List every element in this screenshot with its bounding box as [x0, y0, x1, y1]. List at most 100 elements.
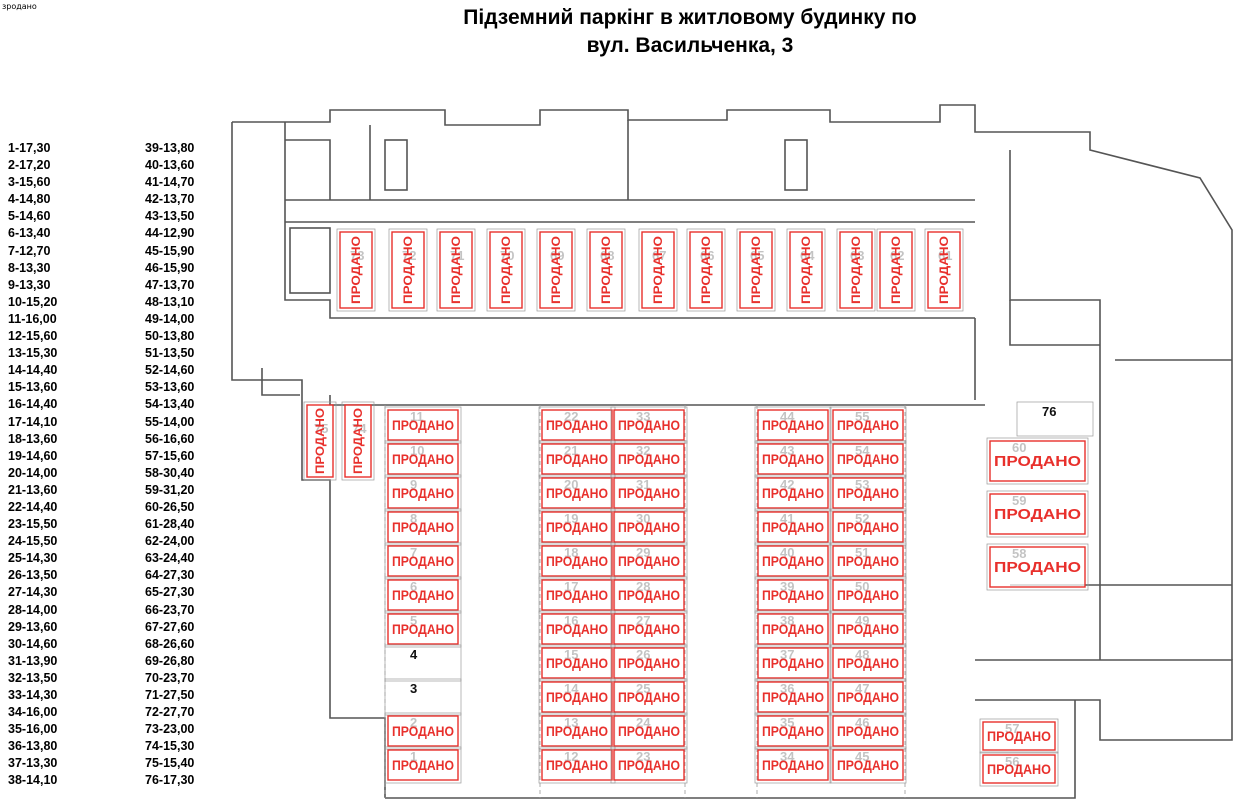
- parking-spot[interactable]: 22ПРОДАНО: [538, 406, 616, 444]
- parking-spot[interactable]: 25ПРОДАНО: [610, 678, 688, 716]
- sold-stamp-frame: [832, 579, 904, 611]
- parking-spot[interactable]: 26ПРОДАНО: [610, 644, 688, 682]
- spot-outline: [754, 542, 832, 580]
- parking-spot[interactable]: 59ПРОДАНО: [986, 490, 1089, 538]
- parking-spot[interactable]: 51ПРОДАНО: [829, 542, 907, 580]
- legend-entry: 18-13,60: [8, 431, 58, 446]
- spot-outline: [979, 751, 1059, 787]
- parking-spot[interactable]: 9ПРОДАНО: [384, 474, 462, 512]
- legend-entry: 34-16,00: [8, 705, 58, 720]
- parking-spot[interactable]: 60ПРОДАНО: [986, 437, 1089, 485]
- parking-spot[interactable]: 34ПРОДАНО: [754, 746, 832, 784]
- sold-stamp: ПРОДАНО: [546, 486, 608, 501]
- parking-spot[interactable]: 49ПРОДАНО: [829, 610, 907, 648]
- parking-spot[interactable]: 61ПРОДАНО: [924, 228, 964, 312]
- parking-spot[interactable]: 75ПРОДАНО: [303, 401, 337, 481]
- parking-spot[interactable]: 10ПРОДАНО: [384, 440, 462, 478]
- parking-spot[interactable]: 28ПРОДАНО: [610, 576, 688, 614]
- parking-spot[interactable]: 66ПРОДАНО: [686, 228, 726, 312]
- parking-spot[interactable]: 1ПРОДАНО: [384, 746, 462, 784]
- parking-spot[interactable]: 8ПРОДАНО: [384, 508, 462, 546]
- spot-outline: [829, 406, 907, 444]
- legend-entry: 30-14,60: [8, 636, 58, 651]
- sold-stamp-frame: [689, 231, 723, 309]
- parking-spot[interactable]: 54ПРОДАНО: [829, 440, 907, 478]
- parking-spot[interactable]: 31ПРОДАНО: [610, 474, 688, 512]
- parking-spot[interactable]: 63ПРОДАНО: [836, 228, 876, 312]
- spot-outline: [754, 678, 832, 716]
- parking-spot[interactable]: 62ПРОДАНО: [876, 228, 916, 312]
- parking-spot[interactable]: 74ПРОДАНО: [341, 401, 375, 481]
- sold-stamp: ПРОДАНО: [392, 622, 454, 637]
- parking-spot[interactable]: 57ПРОДАНО: [979, 718, 1059, 754]
- parking-spot[interactable]: 55ПРОДАНО: [829, 406, 907, 444]
- parking-spot[interactable]: 39ПРОДАНО: [754, 576, 832, 614]
- parking-spot[interactable]: 3: [384, 678, 462, 716]
- sold-stamp: ПРОДАНО: [546, 758, 608, 773]
- parking-spot[interactable]: 23ПРОДАНО: [610, 746, 688, 784]
- parking-spot[interactable]: 15ПРОДАНО: [538, 644, 616, 682]
- parking-spot[interactable]: 41ПРОДАНО: [754, 508, 832, 546]
- parking-spot[interactable]: 48ПРОДАНО: [829, 644, 907, 682]
- parking-spot[interactable]: 71ПРОДАНО: [436, 228, 476, 312]
- parking-spot[interactable]: 17ПРОДАНО: [538, 576, 616, 614]
- parking-spot[interactable]: 2ПРОДАНО: [384, 712, 462, 750]
- spot-outline: [436, 228, 476, 312]
- parking-spot[interactable]: 67ПРОДАНО: [638, 228, 678, 312]
- parking-spot[interactable]: 53ПРОДАНО: [829, 474, 907, 512]
- parking-spot[interactable]: 13ПРОДАНО: [538, 712, 616, 750]
- parking-spot[interactable]: 12ПРОДАНО: [538, 746, 616, 784]
- sold-stamp-frame: [832, 443, 904, 475]
- spot-outline: [876, 228, 916, 312]
- parking-spot[interactable]: 46ПРОДАНО: [829, 712, 907, 750]
- parking-spot[interactable]: 14ПРОДАНО: [538, 678, 616, 716]
- parking-spot[interactable]: 24ПРОДАНО: [610, 712, 688, 750]
- parking-spot[interactable]: 58ПРОДАНО: [986, 543, 1089, 591]
- parking-spot[interactable]: 33ПРОДАНО: [610, 406, 688, 444]
- parking-spot[interactable]: 72ПРОДАНО: [388, 228, 428, 312]
- sold-stamp-frame: [613, 749, 685, 781]
- parking-spot[interactable]: 29ПРОДАНО: [610, 542, 688, 580]
- parking-spot[interactable]: 11ПРОДАНО: [384, 406, 462, 444]
- parking-spot[interactable]: 4: [384, 644, 462, 682]
- parking-spot[interactable]: 70ПРОДАНО: [486, 228, 526, 312]
- parking-spot[interactable]: 65ПРОДАНО: [736, 228, 776, 312]
- parking-spot[interactable]: 52ПРОДАНО: [829, 508, 907, 546]
- parking-spot[interactable]: 18ПРОДАНО: [538, 542, 616, 580]
- sold-stamp-frame: [832, 511, 904, 543]
- parking-spot[interactable]: 38ПРОДАНО: [754, 610, 832, 648]
- parking-spot[interactable]: 7ПРОДАНО: [384, 542, 462, 580]
- parking-spot[interactable]: 73ПРОДАНО: [336, 228, 376, 312]
- parking-spot[interactable]: 32ПРОДАНО: [610, 440, 688, 478]
- parking-spot[interactable]: 19ПРОДАНО: [538, 508, 616, 546]
- parking-spot[interactable]: 36ПРОДАНО: [754, 678, 832, 716]
- parking-spot[interactable]: 47ПРОДАНО: [829, 678, 907, 716]
- parking-spot[interactable]: 35ПРОДАНО: [754, 712, 832, 750]
- spot-outline: [610, 712, 688, 750]
- parking-spot[interactable]: 5ПРОДАНО: [384, 610, 462, 648]
- sold-stamp-frame: [541, 613, 613, 645]
- parking-spot[interactable]: 44ПРОДАНО: [754, 406, 832, 444]
- parking-spot[interactable]: 21ПРОДАНО: [538, 440, 616, 478]
- parking-spot[interactable]: 45ПРОДАНО: [829, 746, 907, 784]
- sold-stamp: ПРОДАНО: [699, 236, 713, 304]
- parking-spot[interactable]: 56ПРОДАНО: [979, 751, 1059, 787]
- parking-spot[interactable]: 64ПРОДАНО: [786, 228, 826, 312]
- parking-spot[interactable]: 50ПРОДАНО: [829, 576, 907, 614]
- parking-spot[interactable]: 40ПРОДАНО: [754, 542, 832, 580]
- parking-spot[interactable]: 68ПРОДАНО: [586, 228, 626, 312]
- parking-spot[interactable]: 42ПРОДАНО: [754, 474, 832, 512]
- parking-spot[interactable]: 37ПРОДАНО: [754, 644, 832, 682]
- parking-spot[interactable]: 76: [1016, 401, 1094, 437]
- spot-outline: [341, 401, 375, 481]
- parking-spot[interactable]: 16ПРОДАНО: [538, 610, 616, 648]
- parking-spot[interactable]: 20ПРОДАНО: [538, 474, 616, 512]
- spot-outline: [384, 406, 462, 444]
- sold-stamp: ПРОДАНО: [987, 729, 1051, 744]
- parking-spot[interactable]: 27ПРОДАНО: [610, 610, 688, 648]
- legend-entry: 17-14,10: [8, 414, 58, 429]
- parking-spot[interactable]: 69ПРОДАНО: [536, 228, 576, 312]
